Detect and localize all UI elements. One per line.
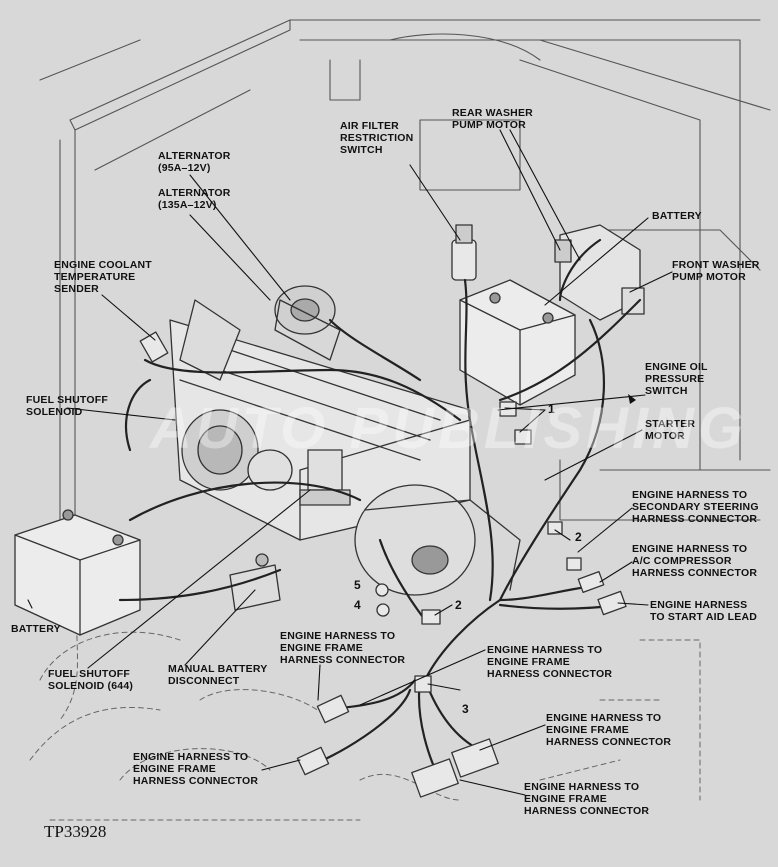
battery-top-label: BATTERY: [652, 210, 702, 222]
label-line: ENGINE HARNESS TO: [632, 489, 748, 501]
alternator-95-label: ALTERNATOR (95A–12V): [158, 150, 231, 174]
label-line: ALTERNATOR: [158, 150, 231, 162]
callout-5: 5: [354, 578, 361, 592]
wiring-harness: [118, 238, 642, 782]
callout-2a: 2: [575, 530, 582, 544]
rear-washer-label: REAR WASHER PUMP MOTOR: [452, 107, 533, 131]
label-line: ENGINE HARNESS TO: [546, 712, 662, 724]
battery-left-label: BATTERY: [11, 623, 61, 635]
label-line: HARNESS CONNECTOR: [632, 567, 758, 579]
figure-id: TP33928: [44, 822, 107, 841]
label-line: STARTER: [645, 418, 696, 430]
frame-conn-5-label: ENGINE HARNESS TO ENGINE FRAME HARNESS C…: [524, 781, 649, 817]
callout-1: 1: [548, 402, 555, 416]
label-line: FUEL SHUTOFF: [48, 668, 130, 680]
harness-secondary-label: ENGINE HARNESS TO SECONDARY STEERING HAR…: [632, 489, 759, 525]
label-line: SWITCH: [340, 144, 383, 156]
air-filter-switch-label: AIR FILTER RESTRICTION SWITCH: [340, 120, 413, 156]
label-line: HARNESS CONNECTOR: [632, 513, 758, 525]
front-washer-label: FRONT WASHER PUMP MOTOR: [672, 259, 760, 283]
label-line: REAR WASHER: [452, 107, 533, 119]
chassis-outline: [39, 19, 771, 521]
label-line: ENGINE FRAME: [133, 763, 216, 775]
air-filter-switch: [451, 224, 477, 281]
label-line: PRESSURE: [645, 373, 705, 385]
label-line: RESTRICTION: [340, 132, 414, 144]
label-line: BATTERY: [652, 210, 702, 222]
label-line: SECONDARY STEERING: [632, 501, 759, 513]
fuel-shutoff-label: FUEL SHUTOFF SOLENOID: [26, 394, 108, 418]
label-line: ENGINE OIL: [645, 361, 708, 373]
label-line: ALTERNATOR: [158, 187, 231, 199]
label-line: ENGINE HARNESS TO: [632, 543, 748, 555]
label-line: DISCONNECT: [168, 675, 240, 687]
engine-coolant-label: ENGINE COOLANT TEMPERATURE SENDER: [54, 259, 152, 295]
battery-left-shape: [14, 509, 141, 636]
starter-label: STARTER MOTOR: [645, 418, 695, 442]
label-line: (95A–12V): [158, 162, 211, 174]
label-line: ENGINE HARNESS TO: [487, 644, 603, 656]
label-line: ENGINE FRAME: [487, 656, 570, 668]
manual-battery-disconnect-label: MANUAL BATTERY DISCONNECT: [168, 663, 267, 687]
starter-motor-shape: [354, 484, 521, 596]
fuel-shutoff-644-label: FUEL SHUTOFF SOLENOID (644): [48, 668, 133, 692]
label-line: PUMP MOTOR: [672, 271, 746, 283]
label-line: FUEL SHUTOFF: [26, 394, 108, 406]
label-line: ENGINE FRAME: [546, 724, 629, 736]
label-line: ENGINE HARNESS TO: [524, 781, 640, 793]
label-line: (135A–12V): [158, 199, 217, 211]
label-line: ENGINE FRAME: [280, 642, 363, 654]
engine-oil-label: ENGINE OIL PRESSURE SWITCH: [645, 361, 708, 397]
label-line: ENGINE HARNESS TO: [280, 630, 396, 642]
connectors: [139, 331, 627, 798]
label-line: MOTOR: [645, 430, 685, 442]
label-line: PUMP MOTOR: [452, 119, 526, 131]
fuel-solenoid-644: [299, 449, 351, 506]
label-line: SOLENOID: [26, 406, 83, 418]
label-line: ENGINE HARNESS: [650, 599, 748, 611]
label-line: AIR FILTER: [340, 120, 399, 132]
label-line: HARNESS CONNECTOR: [133, 775, 259, 787]
label-line: SENDER: [54, 283, 99, 295]
label-line: TEMPERATURE: [54, 271, 136, 283]
frame-conn-2-label: ENGINE HARNESS TO ENGINE FRAME HARNESS C…: [487, 644, 612, 680]
alternator: [274, 285, 341, 361]
label-line: MANUAL BATTERY: [168, 663, 268, 675]
label-line: TO START AID LEAD: [650, 611, 758, 623]
harness-ac-label: ENGINE HARNESS TO A/C COMPRESSOR HARNESS…: [632, 543, 757, 579]
label-line: FRONT WASHER: [672, 259, 760, 271]
label-line: ENGINE COOLANT: [54, 259, 152, 271]
label-line: SWITCH: [645, 385, 688, 397]
watermark: AUTO PUBLISHING: [150, 396, 748, 461]
battery-disconnect-shape: [229, 553, 281, 611]
label-line: SOLENOID (644): [48, 680, 134, 692]
washer-pumps: [554, 224, 645, 321]
label-line: BATTERY: [11, 623, 61, 635]
label-line: HARNESS CONNECTOR: [524, 805, 650, 817]
callout-3: 3: [462, 702, 469, 716]
battery-top-shape: [459, 279, 576, 406]
label-line: ENGINE HARNESS TO: [133, 751, 249, 763]
leader-lines: [27, 129, 673, 796]
label-line: HARNESS CONNECTOR: [280, 654, 406, 666]
label-line: HARNESS CONNECTOR: [546, 736, 672, 748]
label-line: A/C COMPRESSOR: [632, 555, 732, 567]
label-line: ENGINE FRAME: [524, 793, 607, 805]
harness-start-aid-label: ENGINE HARNESS TO START AID LEAD: [650, 599, 757, 623]
frame-conn-3-label: ENGINE HARNESS TO ENGINE FRAME HARNESS C…: [546, 712, 671, 748]
frame-conn-1-label: ENGINE HARNESS TO ENGINE FRAME HARNESS C…: [280, 630, 405, 666]
label-line: HARNESS CONNECTOR: [487, 668, 613, 680]
alternator-135-label: ALTERNATOR (135A–12V): [158, 187, 231, 211]
frame-conn-4-label: ENGINE HARNESS TO ENGINE FRAME HARNESS C…: [133, 751, 258, 787]
callout-4: 4: [354, 598, 361, 612]
callout-2b: 2: [455, 598, 462, 612]
